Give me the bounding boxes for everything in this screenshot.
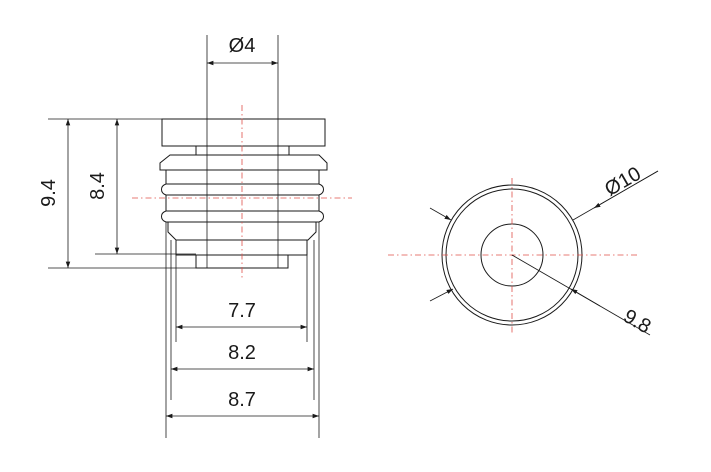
cap-top — [161, 118, 326, 147]
dim-outer-diameter: Ø10 — [429, 163, 659, 221]
label-outer-diameter: Ø10 — [601, 163, 645, 201]
dim-overall-height: 9.4 — [38, 119, 71, 268]
dim-width-small: 7.7 — [176, 300, 307, 330]
dim-width-mid: 8.2 — [171, 342, 314, 372]
label-width-mid: 8.2 — [228, 342, 256, 364]
side-view — [48, 35, 352, 438]
label-overall-height: 9.4 — [38, 179, 60, 207]
flange-upper — [159, 154, 328, 171]
ring-groove-1 — [161, 183, 324, 196]
label-width-large: 8.7 — [228, 389, 256, 411]
top-view: Ø10 9.8 — [388, 163, 659, 338]
label-inner-diameter: 9.8 — [619, 305, 654, 338]
dim-inner-diameter: 9.8 — [429, 254, 655, 338]
dim-top-diameter: Ø4 — [207, 35, 278, 66]
dim-width-large: 8.7 — [166, 389, 319, 419]
label-width-small: 7.7 — [228, 300, 256, 322]
label-body-height: 8.4 — [87, 172, 109, 200]
neck — [195, 145, 290, 156]
label-top-diameter: Ø4 — [229, 35, 256, 57]
dim-body-height: 8.4 — [87, 119, 120, 254]
ring-groove-2 — [161, 210, 324, 223]
